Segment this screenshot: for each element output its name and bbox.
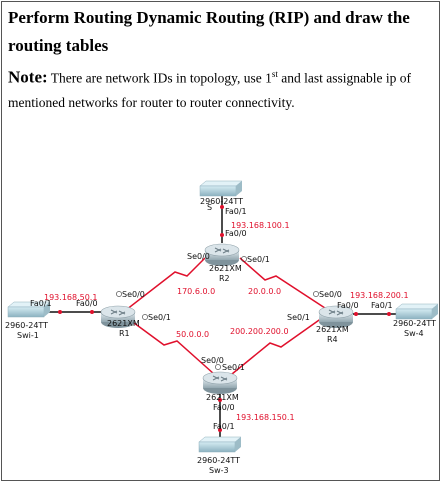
if-r1-se1: Se0/1: [148, 313, 171, 322]
router-r3-model: 2621XM: [206, 393, 239, 402]
switch-1-name: Swi-1: [17, 331, 39, 340]
topology-links: [48, 195, 400, 440]
note-text-1: There are network IDs in topology, use 1: [47, 70, 272, 86]
router-r1-model: 2621XM: [107, 319, 140, 328]
link-r1-r2: [125, 257, 206, 311]
switch-top-name: S: [207, 203, 212, 212]
switch-4-model: 2960-24TT: [393, 319, 436, 328]
if-r4-fa: Fa0/0: [337, 301, 359, 310]
switch-top-icon[interactable]: [199, 180, 243, 197]
if-r4-se0: Se0/0: [319, 290, 342, 299]
if-sw4-fa: Fa0/1: [371, 301, 393, 310]
net-r1-r3: 50.0.0.0: [176, 330, 209, 339]
if-r1-se0: Se0/0: [122, 290, 145, 299]
if-sw3-fa: Fa0/1: [213, 422, 235, 431]
router-r3-icon[interactable]: [202, 371, 238, 395]
router-r4-name: R4: [327, 335, 338, 344]
if-r2-se0: Se0/0: [187, 252, 210, 261]
if-r3-fa: Fa0/0: [213, 403, 235, 412]
switch-3-model: 2960-24TT: [197, 456, 240, 465]
router-r1-name: R1: [119, 329, 130, 338]
switch-top-model: 2960-24TT: [200, 197, 243, 206]
note-superscript: st: [271, 69, 278, 79]
if-r2-fa: Fa0/0: [225, 229, 247, 238]
switch-3-icon[interactable]: [198, 436, 242, 453]
if-topsw-fa: Fa0/1: [225, 207, 247, 216]
router-r2-icon[interactable]: [204, 243, 240, 267]
if-r4-se1: Se0/1: [287, 313, 310, 322]
switch-4-name: Sw-4: [404, 329, 424, 338]
net-right: 193.168.200.1: [350, 291, 409, 300]
note-text-2: and last assignable ip of mentioned netw…: [8, 70, 411, 110]
link-r1-r3: [129, 319, 215, 375]
note-label: Note:: [8, 67, 48, 87]
if-sw1-fa: Fa0/1: [30, 299, 52, 308]
page-title: Perform Routing Dynamic Routing (RIP) an…: [8, 8, 410, 55]
if-r3-se1: Se0/1: [222, 363, 245, 372]
if-r3-se0: Se0/0: [201, 356, 224, 365]
switch-3-name: Sw-3: [209, 466, 229, 475]
net-bottom: 193.168.150.1: [236, 413, 295, 422]
router-r2-name: R2: [219, 274, 230, 283]
net-r3-r4: 200.200.200.0: [230, 327, 289, 336]
link-r3-r4: [231, 317, 323, 375]
net-top: 193.168.100.1: [231, 221, 290, 230]
router-r4-model: 2621XM: [316, 325, 349, 334]
link-r2-r4: [239, 257, 329, 311]
router-r2-model: 2621XM: [209, 264, 242, 273]
net-r2-r4: 20.0.0.0: [248, 287, 281, 296]
switch-1-model: 2960-24TT: [5, 321, 48, 330]
net-left: 193.168.50.1: [44, 293, 97, 302]
note-paragraph: Note: There are network IDs in topology,…: [8, 62, 436, 115]
if-r1-fa: Fa0/0: [76, 299, 98, 308]
net-r1-r2: 170.6.0.0: [177, 287, 215, 296]
if-r2-se1: Se0/1: [247, 255, 270, 264]
switch-4-icon[interactable]: [395, 303, 439, 320]
